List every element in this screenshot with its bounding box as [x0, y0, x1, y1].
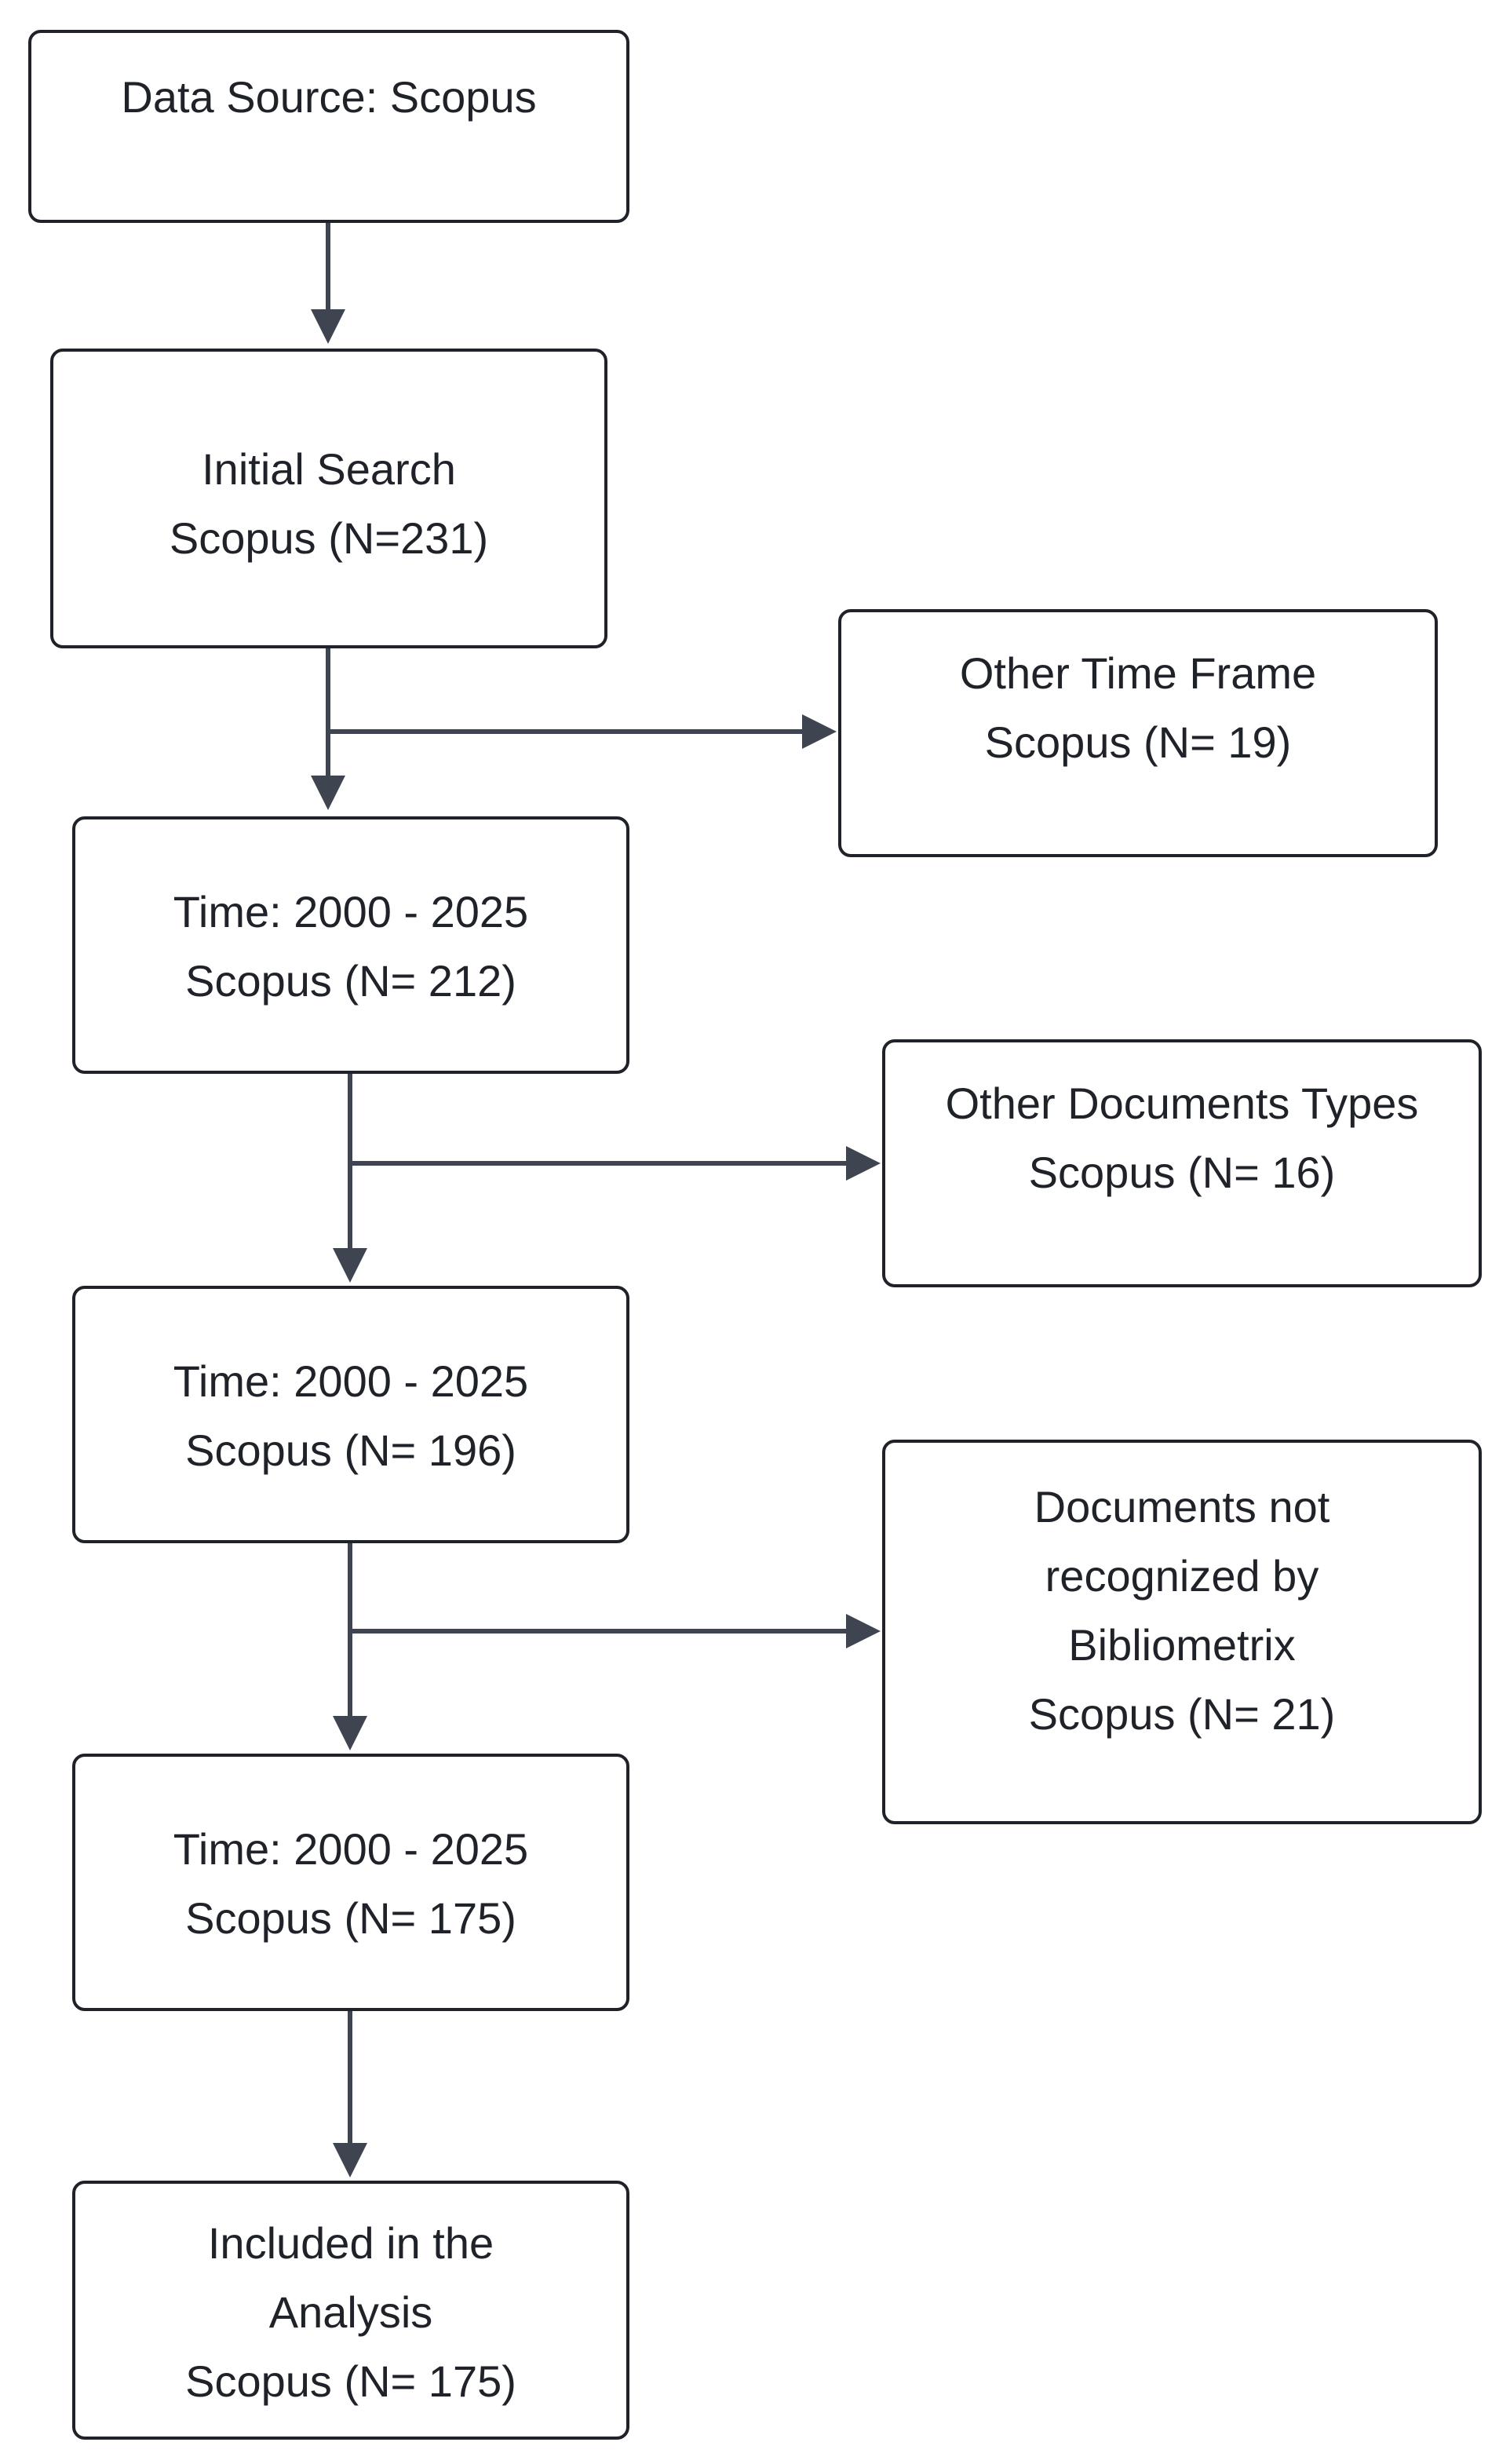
- arrowhead-other-types: [846, 1146, 881, 1181]
- data-source-line-1: Data Source: Scopus: [121, 72, 537, 122]
- arrowhead-included: [333, 2143, 367, 2177]
- time-196-line-2: Scopus (N= 196): [185, 1425, 516, 1475]
- arrowhead-not-recognized: [846, 1614, 881, 1648]
- arrowhead-time196: [333, 1248, 367, 1283]
- not-recognized-line-4: Scopus (N= 21): [1028, 1689, 1336, 1739]
- time-196-line-1: Time: 2000 - 2025: [173, 1356, 529, 1406]
- not-recognized-line-3: Bibliometrix: [1068, 1620, 1296, 1670]
- other-time-frame-line-2: Scopus (N= 19): [984, 717, 1292, 767]
- arrowhead-time212: [311, 776, 345, 810]
- included-line-2: Analysis: [268, 2287, 433, 2337]
- included-line-3: Scopus (N= 175): [185, 2356, 516, 2406]
- included-in-analysis-box: Included in the Analysis Scopus (N= 175): [72, 2181, 629, 2440]
- not-recognized-line-2: recognized by: [1045, 1551, 1319, 1601]
- time-175-line-2: Scopus (N= 175): [185, 1893, 516, 1943]
- other-document-types-line-2: Scopus (N= 16): [1028, 1148, 1336, 1197]
- time-196-box: Time: 2000 - 2025 Scopus (N= 196): [72, 1286, 629, 1543]
- included-line-1: Included in the: [207, 2218, 494, 2268]
- time-175-box: Time: 2000 - 2025 Scopus (N= 175): [72, 1754, 629, 2011]
- arrowhead-initial: [311, 309, 345, 344]
- data-source-box: Data Source: Scopus: [28, 30, 629, 223]
- other-document-types-box: Other Documents Types Scopus (N= 16): [882, 1039, 1482, 1287]
- other-time-frame-box: Other Time Frame Scopus (N= 19): [838, 609, 1438, 857]
- time-212-box: Time: 2000 - 2025 Scopus (N= 212): [72, 816, 629, 1074]
- initial-search-line-2: Scopus (N=231): [169, 513, 489, 563]
- not-recognized-box: Documents not recognized by Bibliometrix…: [882, 1440, 1482, 1824]
- arrowhead-other-time: [802, 714, 837, 749]
- time-212-line-1: Time: 2000 - 2025: [173, 887, 529, 936]
- time-175-line-1: Time: 2000 - 2025: [173, 1824, 529, 1874]
- time-212-line-2: Scopus (N= 212): [185, 956, 516, 1006]
- other-document-types-line-1: Other Documents Types: [945, 1079, 1419, 1128]
- arrowhead-time175: [333, 1716, 367, 1750]
- initial-search-box: Initial Search Scopus (N=231): [50, 349, 607, 648]
- other-time-frame-line-1: Other Time Frame: [959, 648, 1317, 698]
- not-recognized-line-1: Documents not: [1034, 1482, 1330, 1531]
- initial-search-line-1: Initial Search: [202, 444, 456, 494]
